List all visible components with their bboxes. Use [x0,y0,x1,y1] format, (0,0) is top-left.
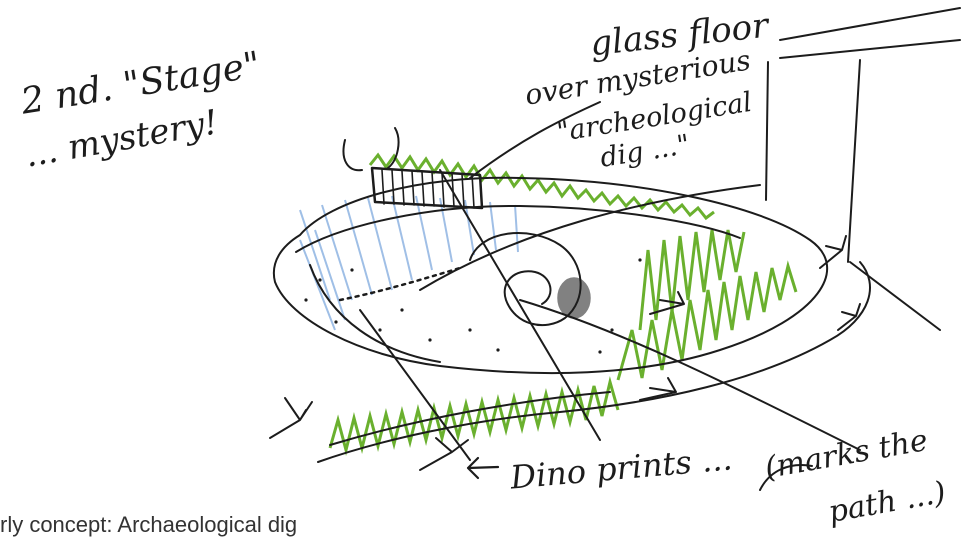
lower-path-edge [318,262,870,462]
dino-prints-arrow [468,458,498,478]
blue-shading [300,196,518,330]
texture-dots [304,258,641,353]
figure-caption: rly concept: Archaeological dig [0,512,297,538]
dino-print-2 [420,438,468,470]
building-lines [766,8,960,330]
dino-print-1 [270,398,312,438]
dig-pit [558,278,590,318]
dino-print-4 [820,236,846,268]
dino-print-3 [640,378,676,400]
